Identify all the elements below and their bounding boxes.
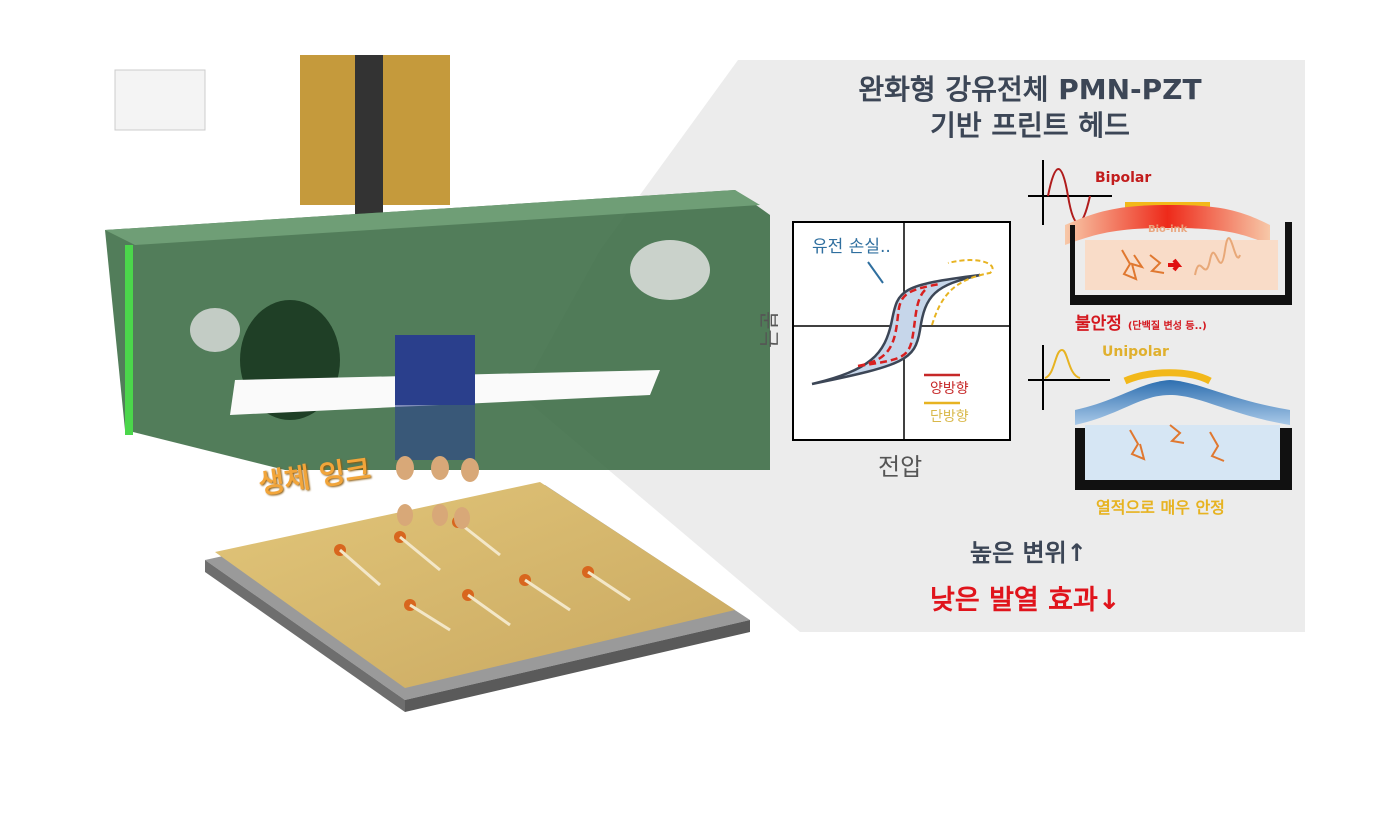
legend-unipolar: 단방향 (930, 409, 969, 425)
title-line-2: 기반 프린트 헤드 (930, 109, 1130, 142)
stable-result: 열적으로 매우 안정 (1096, 498, 1225, 517)
unipolar-label: Unipolar (1102, 344, 1169, 360)
print-head (105, 55, 770, 470)
bipolar-diagram (1028, 160, 1292, 305)
ink-droplets (396, 456, 479, 529)
legend-bipolar: 양방향 (930, 381, 969, 397)
bipolar-label: Bipolar (1095, 170, 1152, 186)
x-axis-label: 전압 (878, 453, 923, 481)
high-displacement: 높은 변위↑ (970, 539, 1087, 567)
unipolar-loop (931, 259, 994, 326)
bio-ink-label: Bio-ink (1148, 224, 1188, 235)
unstable-note: (단백질 변성 등..) (1127, 321, 1207, 332)
title-line-1: 완화형 강유전체 PMN-PZT (858, 73, 1202, 106)
hysteresis-graph (792, 221, 1011, 441)
substrate (205, 482, 750, 712)
unipolar-diagram (1028, 345, 1292, 490)
unstable-result: 불안정 (단백질 변성 등..) (1075, 309, 1207, 334)
bipolar-loop (857, 282, 941, 368)
dielectric-loss-annotation: 유전 손실.. (812, 237, 891, 257)
low-heating: 낮은 발열 효과↓ (930, 585, 1121, 616)
y-axis-label: 분극 (756, 311, 781, 348)
unstable-text: 불안정 (1075, 314, 1122, 334)
